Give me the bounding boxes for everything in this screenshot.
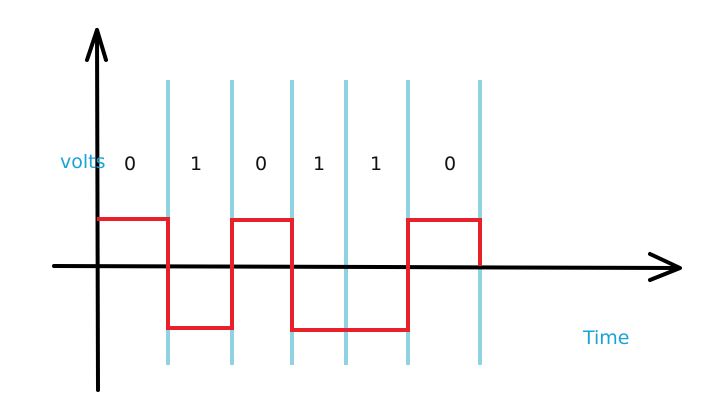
bit-label: 0 [444,153,456,175]
signal-waveform [97,217,482,332]
y-axis [85,28,108,392]
bit-label: 1 [313,153,325,175]
y-axis-arrowhead [85,28,108,62]
bit-label: 0 [255,153,267,175]
x-axis [52,252,682,282]
gridlines [166,80,482,365]
bit-label: 1 [190,153,202,175]
y-axis-label: volts [60,151,106,173]
bit-label: 1 [370,153,382,175]
bit-label: 0 [124,153,136,175]
x-axis-label: Time [582,327,630,349]
bit-labels: 0 1 0 1 1 0 [124,153,456,175]
x-axis-arrowhead [648,252,682,282]
